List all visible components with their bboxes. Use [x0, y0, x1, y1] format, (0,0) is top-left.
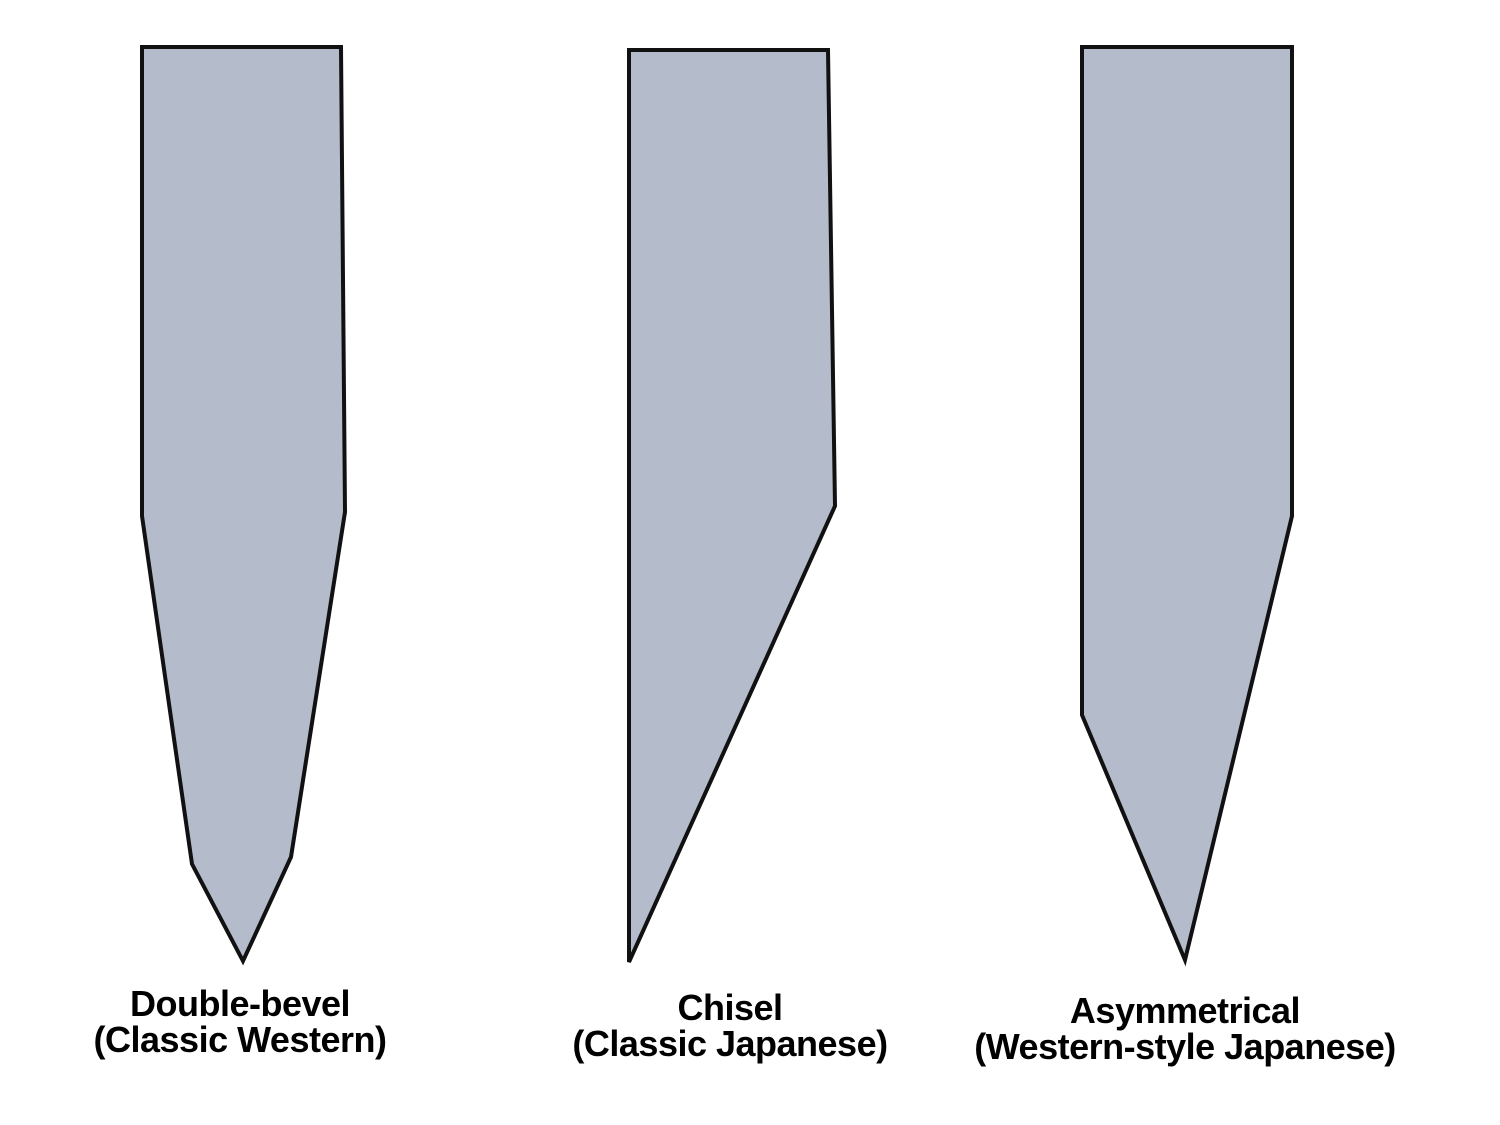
chisel-blade-profile [627, 48, 838, 963]
asymmetrical-caption: Asymmetrical (Western-style Japanese) [935, 993, 1435, 1065]
double-bevel-caption: Double-bevel (Classic Western) [40, 986, 440, 1058]
double-bevel-blade-profile [140, 45, 348, 966]
double-bevel-title: Double-bevel [129, 983, 351, 1024]
chisel-subtitle: (Classic Japanese) [572, 1023, 888, 1064]
asymmetrical-title: Asymmetrical [1069, 990, 1301, 1031]
double-bevel-subtitle: (Classic Western) [93, 1019, 387, 1060]
asymmetrical-blade-profile [1080, 45, 1294, 967]
chisel-title: Chisel [677, 987, 783, 1028]
asymmetrical-subtitle: (Western-style Japanese) [974, 1026, 1396, 1067]
chisel-caption: Chisel (Classic Japanese) [530, 990, 930, 1062]
